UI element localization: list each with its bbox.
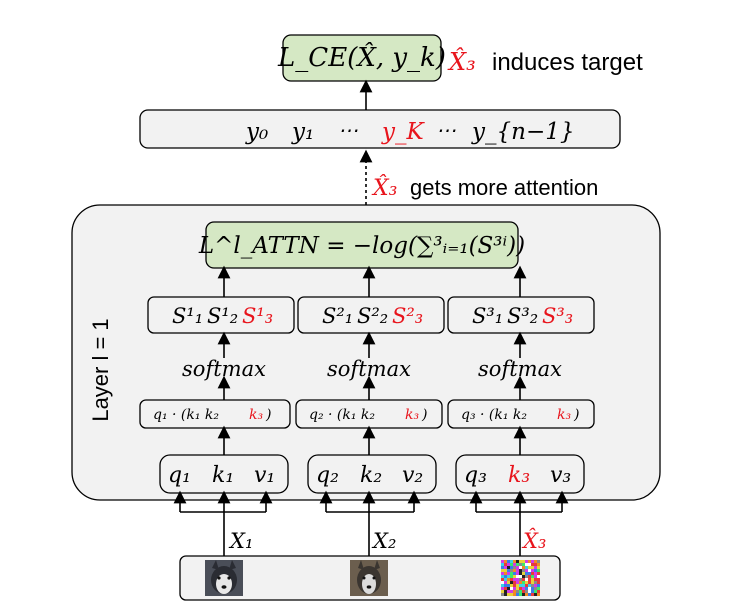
noise-image [501,560,540,596]
dot-3-close: ) [573,407,579,423]
score-3-c: S³₃ [542,304,573,328]
head-column-2: S²₁ S²₂ S²₃ softmax q₂ · (k₁ k₂ k₃ ) q₂ … [295,265,445,494]
head-column-1: S¹₁ S¹₂ S¹₃ softmax q₁ · (k₁ k₂ k₃ ) q₁ … [139,265,295,494]
ce-loss-box: L_CE(X̂, y_k) [277,34,446,82]
score-1-c: S¹₃ [242,304,273,328]
dot-2-close: ) [421,407,427,423]
output-y0: y₀ [245,119,268,145]
score-2-a: S²₁ [322,304,353,328]
dot-1-close: ) [265,407,271,423]
score-3-b: S³₂ [507,304,538,328]
input-fanout-3 [469,490,569,556]
output-yn-1: y_{n−1} [471,119,574,145]
layer-label: Layer l = 1 [88,318,113,421]
qkv-3-k: k₃ [508,463,530,488]
input-label-1: X₁ [228,529,253,553]
score-2-b: S²₂ [357,304,388,328]
qkv-2-q: q₂ [316,463,339,488]
softmax-label-3: softmax [478,357,562,381]
qkv-3-v: v₃ [550,463,571,488]
input-fanout-1 [173,490,273,556]
qkv-1-k: k₁ [212,463,234,488]
ce-loss-text: L_CE(X̂, y_k) [277,42,446,73]
attention-note-var: X̂₃ [371,175,397,201]
head-column-3: S³₁ S³₂ S³₃ softmax q₃ · (k₁ k₂ k₃ ) q₃ … [447,265,595,494]
qkv-2-k: k₂ [360,463,382,488]
dot-3-k3: k₃ [557,407,571,423]
dot-box-1 [139,399,291,429]
input-label-2: X₂ [371,529,396,553]
husky-image-2 [350,560,388,596]
dot-1-q: q₁ · (k₁ k₂ [153,407,219,423]
output-dots-1: ⋯ [338,118,358,142]
dot-3-q: q₃ · (k₁ k₂ [461,407,527,423]
ce-note-var: X̂₃ [447,48,476,76]
output-sequence-box: y₀ y₁ ⋯ y_K ⋯ y_{n−1} [139,109,621,149]
qkv-1-q: q₁ [168,463,191,488]
softmax-label-1: softmax [182,357,266,381]
score-2-c: S²₃ [392,304,423,328]
softmax-label-2: softmax [327,357,411,381]
attn-loss-box: L^l_ATTN = −log(∑³ᵢ₌₁(S³ⁱ)) [198,221,525,269]
output-dots-2: ⋯ [436,118,456,142]
output-yK: y_K [381,119,425,145]
attn-loss-text: L^l_ATTN = −log(∑³ᵢ₌₁(S³ⁱ)) [198,233,525,259]
score-3-a: S³₁ [472,304,503,328]
dot-1-k3: k₃ [249,407,263,423]
qkv-3-q: q₃ [464,463,487,488]
qkv-1-v: v₁ [254,463,275,488]
score-1-b: S¹₂ [207,304,238,328]
output-y1: y₁ [291,119,314,145]
input-fanout-2 [319,490,421,556]
input-label-3: X̂₃ [521,529,546,553]
dot-2-k3: k₃ [405,407,419,423]
ce-note-text: induces target [492,49,643,76]
qkv-2-v: v₂ [402,463,423,488]
husky-image-1 [205,560,243,596]
score-1-a: S¹₁ [172,304,203,328]
attention-note-text: gets more attention [410,175,598,200]
dot-2-q: q₂ · (k₁ k₂ [309,407,375,423]
